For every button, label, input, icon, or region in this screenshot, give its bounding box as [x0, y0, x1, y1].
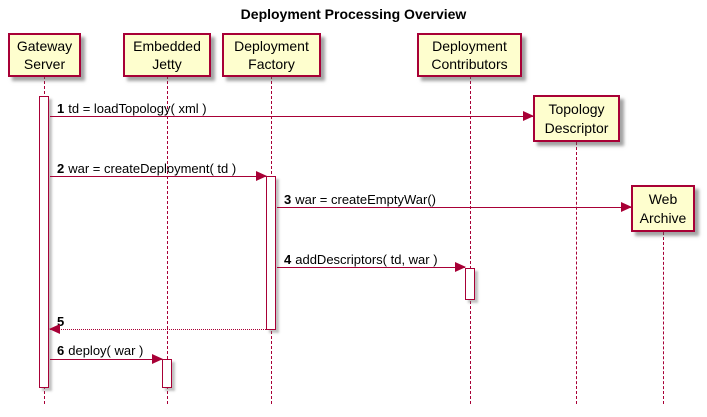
- message-number: 6: [57, 343, 65, 358]
- lifeline-deployment-contributors: [470, 76, 471, 404]
- message-2-arrow: [50, 171, 267, 181]
- participant-box-deployment-factory: Deployment Factory: [222, 33, 321, 77]
- participant-label: Deployment Contributors: [431, 37, 508, 72]
- message-text: addDescriptors( td, war ): [295, 252, 438, 267]
- message-number: 4: [284, 252, 292, 267]
- arrowhead-right-icon: [621, 202, 632, 212]
- message-3-arrow: [277, 202, 632, 212]
- participant-box-gateway-server: Gateway Server: [8, 33, 81, 77]
- arrowhead-right-icon: [455, 262, 466, 272]
- message-6-arrow: [50, 354, 163, 364]
- message-number: 2: [57, 161, 65, 176]
- participant-label: Gateway Server: [16, 37, 73, 72]
- arrowhead-right-icon: [523, 111, 534, 121]
- participant-box-deployment-contributors: Deployment Contributors: [417, 33, 522, 77]
- participant-box-web-archive: Web Archive: [631, 185, 695, 232]
- lifeline-topology-descriptor: [576, 142, 577, 404]
- lifeline-embedded-jetty: [167, 76, 168, 404]
- message-number: 3: [284, 192, 292, 207]
- message-text: war = createDeployment( td ): [68, 161, 237, 176]
- message-text: deploy( war ): [68, 343, 144, 358]
- participant-label: Deployment Factory: [234, 37, 309, 72]
- participant-label: Web Archive: [639, 191, 687, 226]
- participant-box-embedded-jetty: Embedded Jetty: [123, 33, 211, 77]
- message-number: 1: [57, 101, 65, 116]
- message-5-label: 5: [57, 314, 68, 329]
- lifeline-web-archive: [663, 232, 664, 404]
- arrowhead-right-icon: [152, 354, 163, 364]
- message-1-arrow: [50, 111, 534, 121]
- diagram-title: Deployment Processing Overview: [240, 6, 467, 22]
- arrowhead-left-icon: [49, 324, 60, 334]
- activation-bar-gateway-server: [39, 96, 49, 388]
- arrowhead-right-icon: [256, 171, 267, 181]
- activation-bar-embedded-jetty: [162, 359, 172, 388]
- activation-bar-deployment-contributors: [465, 268, 475, 300]
- participant-label: Topology Descriptor: [544, 101, 609, 136]
- message-5-return-arrow: [49, 324, 266, 334]
- participant-label: Embedded Jetty: [133, 37, 201, 72]
- message-text: td = loadTopology( xml ): [68, 101, 207, 116]
- participant-box-topology-descriptor: Topology Descriptor: [533, 95, 620, 142]
- activation-bar-deployment-factory: [266, 176, 276, 330]
- message-number: 5: [57, 314, 65, 329]
- message-text: war = createEmptyWar(): [295, 192, 436, 207]
- message-4-arrow: [277, 262, 466, 272]
